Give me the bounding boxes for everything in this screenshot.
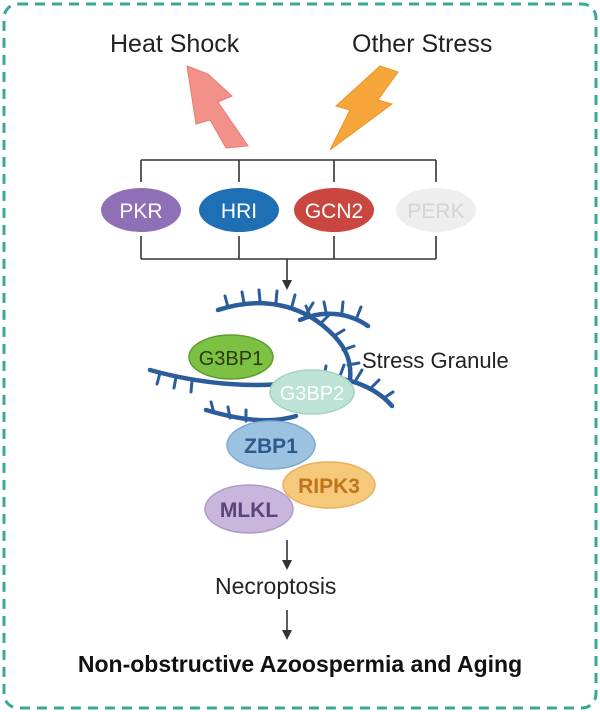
kinase-gcn2-label: GCN2 (305, 200, 363, 223)
kinase-pkr: PKR (101, 188, 181, 232)
stress-granule-label: Stress Granule (362, 348, 509, 373)
protein-zbp1-label: ZBP1 (244, 435, 298, 458)
heat-shock-bolt-icon (186, 65, 249, 149)
protein-g3bp1-shape (188, 334, 274, 380)
protein-ripk3: RIPK3 (282, 461, 376, 509)
protein-mlkl: MLKL (204, 484, 294, 534)
rna-bases-icon (155, 288, 395, 423)
kinase-perk: PERK (396, 188, 476, 232)
kinase-hri-label: HRI (221, 200, 257, 223)
protein-ripk3-label: RIPK3 (298, 475, 360, 498)
kinase-pkr-shape (101, 188, 181, 232)
kinase-perk-label: PERK (407, 200, 464, 223)
protein-g3bp1-label: G3BP1 (199, 348, 263, 370)
protein-g3bp2: G3BP2 (269, 369, 355, 415)
protein-zbp1: ZBP1 (226, 420, 316, 470)
heat-shock-label: Heat Shock (110, 30, 240, 58)
arrow-to-stress-granule (282, 259, 292, 290)
necroptosis-label: Necroptosis (215, 573, 337, 599)
kinase-pkr-label: PKR (119, 200, 162, 223)
other-stress-label: Other Stress (352, 30, 493, 58)
outcome-label: Non-obstructive Azoospermia and Aging (77, 651, 523, 677)
protein-ripk3-shape (282, 461, 376, 509)
protein-zbp1-shape (226, 420, 316, 470)
protein-g3bp2-label: G3BP2 (280, 383, 344, 405)
kinase-hri: HRI (199, 188, 279, 232)
protein-g3bp1: G3BP1 (188, 334, 274, 380)
kinase-hri-shape (199, 188, 279, 232)
protein-mlkl-shape (204, 484, 294, 534)
protein-mlkl-label: MLKL (220, 499, 278, 522)
kinase-bottom-bracket (140, 236, 437, 260)
kinase-top-bracket (140, 159, 437, 182)
arrow-to-outcome (282, 610, 292, 640)
arrow-to-necroptosis (282, 540, 292, 570)
protein-g3bp2-shape (269, 369, 355, 415)
other-stress-bolt-icon (329, 65, 399, 151)
kinase-gcn2-shape (294, 188, 374, 232)
kinase-perk-shape (396, 188, 476, 232)
kinase-gcn2: GCN2 (294, 188, 374, 232)
